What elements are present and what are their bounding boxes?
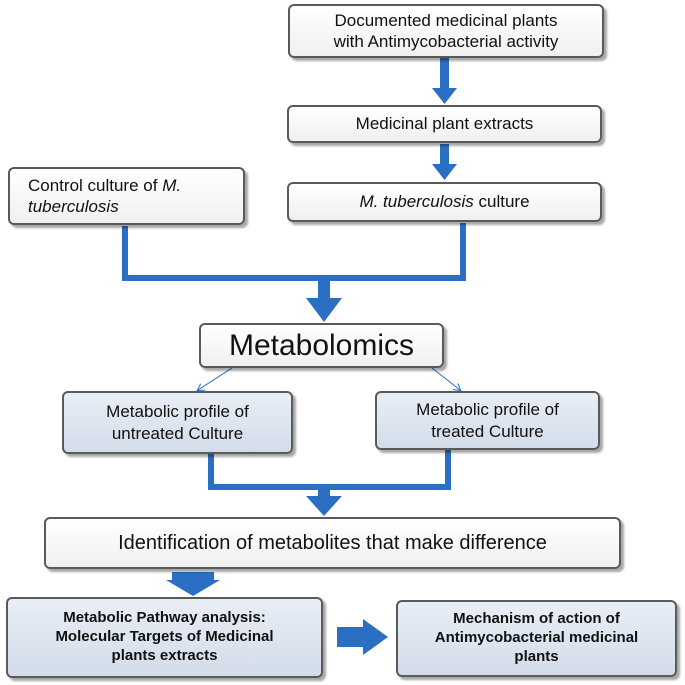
control-prefix: Control culture of: [28, 175, 163, 195]
plant-extracts-box: Medicinal plant extracts: [287, 105, 602, 143]
control-italic2: tuberculosis: [28, 197, 119, 216]
merge-arrow-to-metabolomics: [122, 223, 466, 322]
mtb-culture-box: M. tuberculosis culture: [287, 182, 602, 222]
identification-box: Identification of metabolites that make …: [44, 517, 621, 569]
mechanism-line2: Antimycobacterial medicinal: [434, 629, 639, 647]
metabolomics-box: Metabolomics: [199, 323, 444, 368]
identification-label: Identification of metabolites that make …: [118, 531, 547, 554]
arrow-identification-to-pathway: [166, 572, 220, 596]
pathway-line2: Molecular Targets of Medicinal: [55, 628, 274, 646]
thin-arrow-left: [198, 367, 233, 390]
treated-profile-box: Metabolic profile of treated Culture: [375, 391, 600, 450]
treated-line1: Metabolic profile: [416, 400, 540, 420]
pathway-line3: plants extracts: [111, 646, 218, 664]
untreated-line2: untreated Culture: [111, 423, 244, 443]
treated-line1b: of: [539, 400, 559, 420]
merge-arrow-to-identification: [208, 450, 451, 516]
treated-line2: treated Culture: [431, 421, 544, 441]
arrow-extracts-to-culture: [432, 144, 457, 180]
mechanism-box: Mechanism of action of Antimycobacterial…: [396, 600, 677, 677]
plant-extracts-label: Medicinal plant extracts: [355, 114, 534, 134]
thin-arrow-right: [431, 367, 460, 390]
arrow-pathway-to-mechanism: [337, 619, 388, 655]
mechanism-line3: plants: [514, 647, 559, 665]
documented-plants-box: Documented medicinal plants with Antimyc…: [288, 4, 604, 58]
documented-line2: with Antimycobacterial activity: [333, 32, 559, 51]
mechanism-line1: Mechanism of action of: [453, 610, 620, 628]
documented-line1: Documented medicinal plants: [334, 10, 558, 30]
control-culture-box: Control culture of M. tuberculosis: [8, 167, 245, 225]
mtb-culture-suffix: culture: [473, 192, 530, 212]
control-italic1: M.: [162, 175, 182, 195]
arrow-documented-to-extracts: [432, 58, 457, 104]
pathway-line1: Metabolic Pathway analysis:: [63, 609, 266, 627]
mtb-culture-italic: M. tuberculosis: [359, 192, 474, 212]
untreated-line1: Metabolic profile of: [106, 402, 249, 422]
untreated-profile-box: Metabolic profile of untreated Culture: [62, 391, 293, 454]
metabolomics-label: Metabolomics: [228, 328, 415, 362]
pathway-analysis-box: Metabolic Pathway analysis: Molecular Ta…: [6, 597, 323, 678]
